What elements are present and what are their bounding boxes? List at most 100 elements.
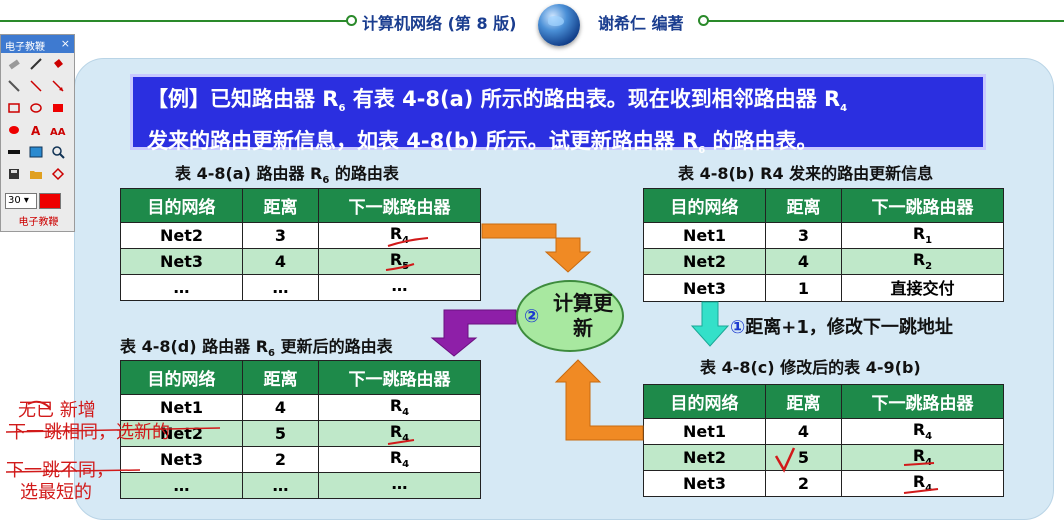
- author: 谢希仁 编著: [598, 14, 684, 33]
- header-rule-left: [0, 20, 352, 22]
- cell-hop: …: [318, 274, 481, 301]
- caption-table-b: 表 4-8(b) R4 发来的路由更新信息: [678, 164, 934, 183]
- cell-net: Net2: [643, 248, 766, 275]
- cell-dist: …: [242, 274, 319, 301]
- routing-table-d: 目的网络 距离 下一跳路由器 Net1 4 R4 Net2 5 R4 Net3 …: [120, 360, 481, 499]
- header-dot-left: [346, 15, 357, 26]
- cell-hop: R4: [841, 470, 1004, 497]
- font-size-icon[interactable]: AA: [49, 123, 67, 141]
- column-header: 目的网络: [120, 360, 243, 395]
- ellipse-filled-icon[interactable]: [5, 123, 23, 141]
- column-header: 下一跳路由器: [318, 360, 481, 395]
- toolbox-titlebar[interactable]: 电子教鞭 ×: [1, 35, 74, 53]
- ink-underline: [387, 439, 415, 445]
- electronic-pointer-toolbox[interactable]: 电子教鞭 × A: [0, 34, 75, 232]
- clear-icon[interactable]: [49, 167, 67, 185]
- column-header: 距离: [765, 384, 842, 419]
- arrow-bubble-to-d: [430, 309, 517, 357]
- svg-text:A: A: [31, 124, 41, 137]
- cell-dist: 4: [242, 394, 319, 421]
- slide-header: 计算机网络 (第 8 版) 谢希仁 编著: [0, 0, 1064, 46]
- routing-table-b: 目的网络 距离 下一跳路由器 Net1 3 R1 Net2 4 R2 Net3 …: [643, 188, 1004, 303]
- toolbox-title: 电子教鞭: [5, 42, 45, 53]
- paint-bucket-icon[interactable]: [49, 57, 67, 75]
- handwritten-note-4: 选最短的: [20, 482, 92, 503]
- cell-net: Net3: [643, 273, 766, 303]
- ink-underline: [387, 237, 429, 247]
- rectangle-filled-icon[interactable]: [49, 101, 67, 119]
- cell-dist: 4: [242, 248, 319, 275]
- header-rule-right: [708, 20, 1064, 22]
- column-header: 距离: [242, 188, 319, 223]
- save-icon[interactable]: [5, 167, 23, 185]
- cell-dist: 2: [765, 470, 842, 497]
- caption-table-a: 表 4-8(a) 路由器 R6 的路由表: [175, 164, 399, 187]
- screen-capture-icon[interactable]: [27, 145, 45, 163]
- cell-net: Net3: [120, 248, 243, 275]
- handwritten-note-2: 下一跳相同，选新的: [8, 422, 170, 443]
- table-row: Net3 4 R5: [120, 248, 481, 275]
- line-tool-icon[interactable]: [27, 79, 45, 97]
- cell-hop: R1: [841, 222, 1004, 249]
- ink-strike: [5, 427, 221, 433]
- caption-table-d: 表 4-8(d) 路由器 R6 更新后的路由表: [120, 337, 393, 360]
- ink-strike: [5, 469, 141, 473]
- arrow-tool-icon[interactable]: [49, 79, 67, 97]
- compute-update-label: 计算更新: [553, 291, 613, 340]
- pen-size-select[interactable]: 30 ▾: [5, 193, 37, 209]
- table-header-row: 目的网络 距离 下一跳路由器: [643, 384, 1004, 419]
- close-icon[interactable]: ×: [60, 37, 70, 50]
- table-row: Net3 1 直接交付: [643, 273, 1004, 303]
- table-row: … … …: [120, 472, 481, 499]
- step-1-text: 距离+1，修改下一跳地址: [745, 317, 953, 338]
- table-row: Net1 3 R1: [643, 222, 1004, 249]
- cell-hop: R4: [318, 394, 481, 421]
- arrow-c-to-bubble: [554, 359, 644, 441]
- table-header-row: 目的网络 距离 下一跳路由器: [643, 188, 1004, 223]
- table-row: Net1 4 R4: [643, 418, 1004, 445]
- table-row: Net2 5 R4: [120, 420, 481, 447]
- column-header: 目的网络: [643, 188, 766, 223]
- ink-underline: [903, 462, 935, 466]
- cell-dist: 2: [242, 446, 319, 473]
- text-tool-icon[interactable]: A: [27, 123, 45, 141]
- problem-text: 【例】已知路由器 R6 有表 4-8(a) 所示的路由表。现在收到相邻路由器 R…: [147, 87, 848, 157]
- cell-net: Net3: [643, 470, 766, 497]
- cell-net: Net1: [643, 222, 766, 249]
- globe-icon: [538, 4, 580, 46]
- column-header: 下一跳路由器: [841, 188, 1004, 223]
- pen-icon[interactable]: [27, 57, 45, 75]
- cell-hop: 直接交付: [841, 273, 1004, 303]
- cell-dist: 1: [765, 273, 842, 303]
- cell-dist: 3: [765, 222, 842, 249]
- open-folder-icon[interactable]: [27, 167, 45, 185]
- cell-net: Net3: [120, 446, 243, 473]
- problem-banner: 【例】已知路由器 R6 有表 4-8(a) 所示的路由表。现在收到相邻路由器 R…: [130, 74, 986, 156]
- pen-color-picker[interactable]: [39, 193, 61, 209]
- ink-strike: [27, 400, 51, 409]
- step-1-note: ①距离+1，修改下一跳地址: [730, 313, 953, 339]
- eraser-icon[interactable]: [5, 57, 23, 75]
- handwritten-note-3: 下一跳不同，: [6, 460, 114, 481]
- ink-underline: [385, 263, 415, 271]
- arrow-a-to-bubble: [481, 223, 592, 273]
- handwritten-note-1: 无已 新增: [18, 400, 96, 421]
- table-row: Net3 2 R4: [643, 470, 1004, 497]
- rectangle-outline-icon[interactable]: [5, 101, 23, 119]
- table-header-row: 目的网络 距离 下一跳路由器: [120, 188, 481, 223]
- book-title: 计算机网络 (第 8 版): [362, 14, 517, 33]
- routing-table-a: 目的网络 距离 下一跳路由器 Net2 3 R4 Net3 4 R5 … … …: [120, 188, 481, 301]
- ellipse-outline-icon[interactable]: [27, 101, 45, 119]
- step-1-number: ①: [730, 317, 746, 338]
- arrow-b-to-c: [690, 301, 730, 347]
- magnifier-icon[interactable]: [49, 145, 67, 163]
- cell-hop: …: [318, 472, 481, 499]
- line-width-icon[interactable]: [5, 145, 23, 163]
- caption-table-c: 表 4-8(c) 修改后的表 4-9(b): [700, 358, 921, 377]
- pencil-icon[interactable]: [5, 79, 23, 97]
- column-header: 目的网络: [120, 188, 243, 223]
- svg-text:AA: AA: [50, 127, 66, 137]
- step-2-number: ②: [524, 306, 540, 327]
- table-row: Net2 4 R2: [643, 248, 1004, 275]
